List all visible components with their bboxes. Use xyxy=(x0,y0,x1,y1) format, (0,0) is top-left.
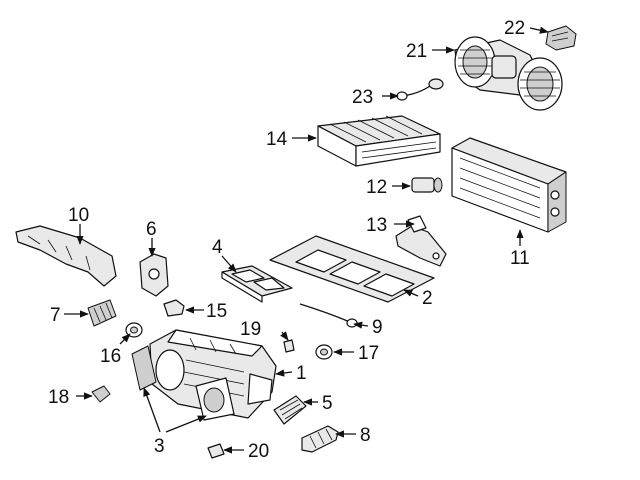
callout-3: 3 xyxy=(154,436,165,457)
leader-3a xyxy=(143,387,161,433)
callout-4: 4 xyxy=(212,237,223,258)
callout-labels: 21 22 23 14 12 13 11 10 6 4 2 7 15 9 16 … xyxy=(48,18,530,462)
part-9-cable xyxy=(299,303,358,328)
part-22-resistor xyxy=(545,25,577,51)
leader-lines xyxy=(64,26,549,454)
part-8-flex-hose xyxy=(301,425,339,453)
part-14-evaporator-core xyxy=(317,115,441,167)
callout-12: 12 xyxy=(366,177,387,198)
callout-10: 10 xyxy=(68,205,89,226)
callout-22: 22 xyxy=(504,18,525,39)
callout-1: 1 xyxy=(296,363,307,384)
part-12-expansion-valve xyxy=(411,177,443,193)
callout-18: 18 xyxy=(48,387,69,408)
leader-4 xyxy=(221,255,237,273)
part-21-blower-motor xyxy=(454,36,563,111)
leader-9 xyxy=(353,321,369,329)
callout-23: 23 xyxy=(352,87,373,108)
callout-9: 9 xyxy=(372,317,383,338)
callout-13: 13 xyxy=(366,215,387,236)
callout-14: 14 xyxy=(266,129,288,150)
callout-21: 21 xyxy=(406,41,427,62)
callout-7: 7 xyxy=(50,305,61,326)
part-2-gasket xyxy=(269,235,435,303)
part-19-pin xyxy=(283,339,295,353)
leader-22 xyxy=(529,26,549,34)
part-4-seal-frame xyxy=(221,265,293,303)
leader-1 xyxy=(275,369,293,377)
callout-6: 6 xyxy=(146,219,157,240)
part-20-clip xyxy=(207,443,225,459)
callout-11: 11 xyxy=(510,248,530,269)
part-15-clip xyxy=(163,299,185,317)
part-11-heater-core xyxy=(451,137,567,233)
part-18-plug xyxy=(91,385,111,403)
callout-16: 16 xyxy=(100,346,121,367)
part-5-grille xyxy=(273,395,307,425)
part-3-housing-seal xyxy=(131,345,235,421)
leader-16 xyxy=(119,333,131,345)
callout-8: 8 xyxy=(360,425,371,446)
callout-19: 19 xyxy=(240,319,261,340)
part-1-heater-box-housing xyxy=(149,329,277,419)
callout-17: 17 xyxy=(358,343,379,364)
leader-2 xyxy=(403,289,419,297)
part-10-duct xyxy=(15,225,117,287)
part-17-grommet xyxy=(315,344,333,360)
callout-2: 2 xyxy=(422,288,433,309)
leader-3b xyxy=(165,415,207,433)
leader-19 xyxy=(280,331,289,341)
part-23-sensor xyxy=(396,78,444,101)
callout-15: 15 xyxy=(206,301,227,322)
callout-5: 5 xyxy=(322,393,333,414)
part-6-flap-housing xyxy=(139,253,169,297)
part-7-filter-pad xyxy=(87,299,117,327)
callout-20: 20 xyxy=(248,441,269,462)
